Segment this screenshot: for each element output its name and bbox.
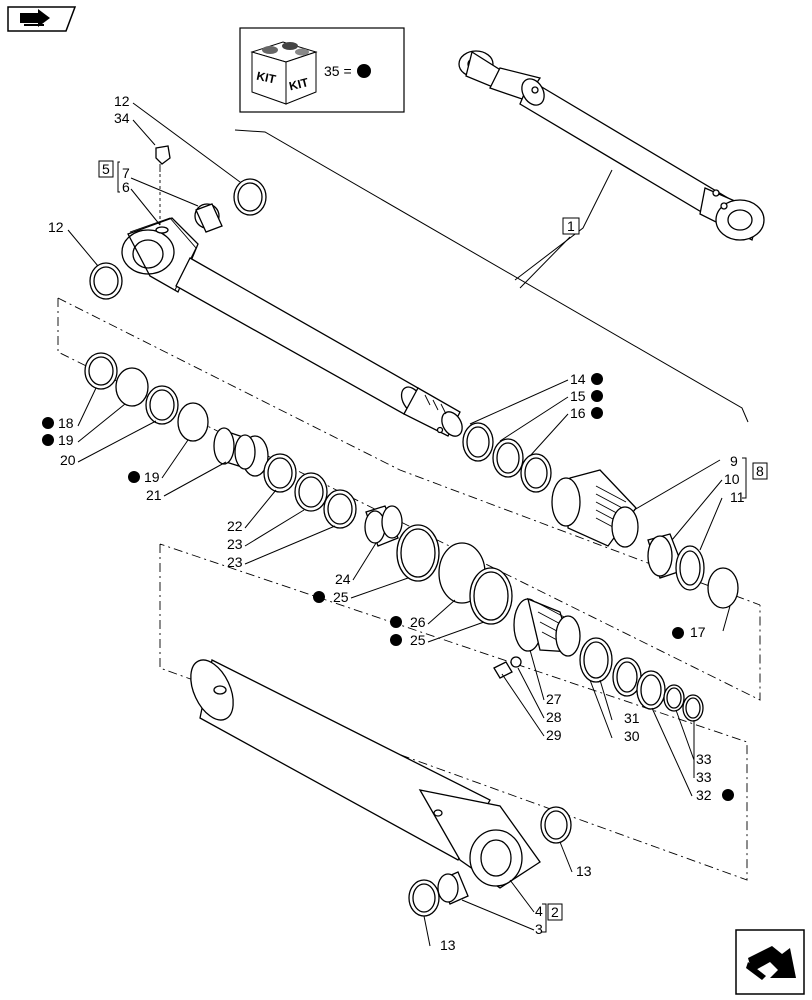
callout: 34 xyxy=(114,110,130,126)
box-5 xyxy=(98,160,114,178)
callout: 13 xyxy=(576,863,592,879)
callout: 3 xyxy=(535,921,543,937)
callout: 16 xyxy=(570,405,586,421)
callout: 23 xyxy=(227,536,243,552)
callout: 17 xyxy=(690,624,706,640)
callout: 19 xyxy=(58,432,74,448)
grease-fitting xyxy=(155,145,171,226)
callout: 26 xyxy=(410,614,426,630)
callout: 25 xyxy=(333,589,349,605)
callout: 21 xyxy=(146,487,162,503)
box-1-label: 1 xyxy=(567,218,575,234)
callout: 6 xyxy=(122,179,130,195)
callout: 4 xyxy=(535,903,543,919)
box-1 xyxy=(562,217,580,235)
next-page-arrow-icon[interactable] xyxy=(735,929,805,995)
cylinder-tube xyxy=(190,659,541,889)
seal-parts xyxy=(84,352,739,625)
callout: 33 xyxy=(696,751,712,767)
callout: 7 xyxy=(122,165,130,181)
box-5-label: 5 xyxy=(102,161,110,177)
box-2 xyxy=(547,903,563,921)
callout: 32 xyxy=(696,787,712,803)
arrow-book-icon[interactable] xyxy=(7,6,77,32)
callout: 15 xyxy=(570,388,586,404)
callout: 25 xyxy=(410,632,426,648)
assembly-bracket: 1 xyxy=(234,129,749,423)
callout: 29 xyxy=(546,727,562,743)
callout: 11 xyxy=(730,489,745,505)
callout: 13 xyxy=(440,937,456,953)
callout: 20 xyxy=(60,452,76,468)
kit-box-icon: KIT KIT xyxy=(250,41,318,105)
box-8 xyxy=(752,462,768,480)
box-8-label: 8 xyxy=(756,463,764,479)
kit-label: 35 = xyxy=(324,63,352,79)
dashed-group-upper xyxy=(57,298,761,701)
bracket-8 xyxy=(742,457,747,499)
callout: 18 xyxy=(58,415,74,431)
piston-rod xyxy=(121,217,463,437)
assembled-cylinder xyxy=(458,50,765,241)
callout: 33 xyxy=(696,769,712,785)
kit-box: KIT KIT 35 = xyxy=(239,27,405,113)
callout: 14 xyxy=(570,371,586,387)
callout: 24 xyxy=(335,571,351,587)
kit-text-1: KIT xyxy=(255,69,277,87)
callout: 31 xyxy=(624,710,640,726)
callout: 10 xyxy=(724,471,740,487)
leader-lines xyxy=(67,102,731,947)
callout: 9 xyxy=(730,453,738,469)
dashed-group-lower xyxy=(159,543,748,881)
callout: 12 xyxy=(114,93,130,109)
bracket-2 xyxy=(542,903,547,933)
callout: 12 xyxy=(48,219,64,235)
kit-text-2: KIT xyxy=(288,75,311,93)
kit-dot xyxy=(357,64,371,78)
bushing-7-body xyxy=(195,203,223,233)
callout: 19 xyxy=(144,469,160,485)
callout: 27 xyxy=(546,691,562,707)
lower-seal-parts xyxy=(493,597,704,722)
box-2-label: 2 xyxy=(551,904,559,920)
callout: 30 xyxy=(624,728,640,744)
callout: 28 xyxy=(546,709,562,725)
callout: 22 xyxy=(227,518,243,534)
bracket-5 xyxy=(117,161,120,193)
callout: 23 xyxy=(227,554,243,570)
callout-labels: 12 34 7 6 12 18 19 20 19 21 22 23 23 24 … xyxy=(42,93,745,953)
